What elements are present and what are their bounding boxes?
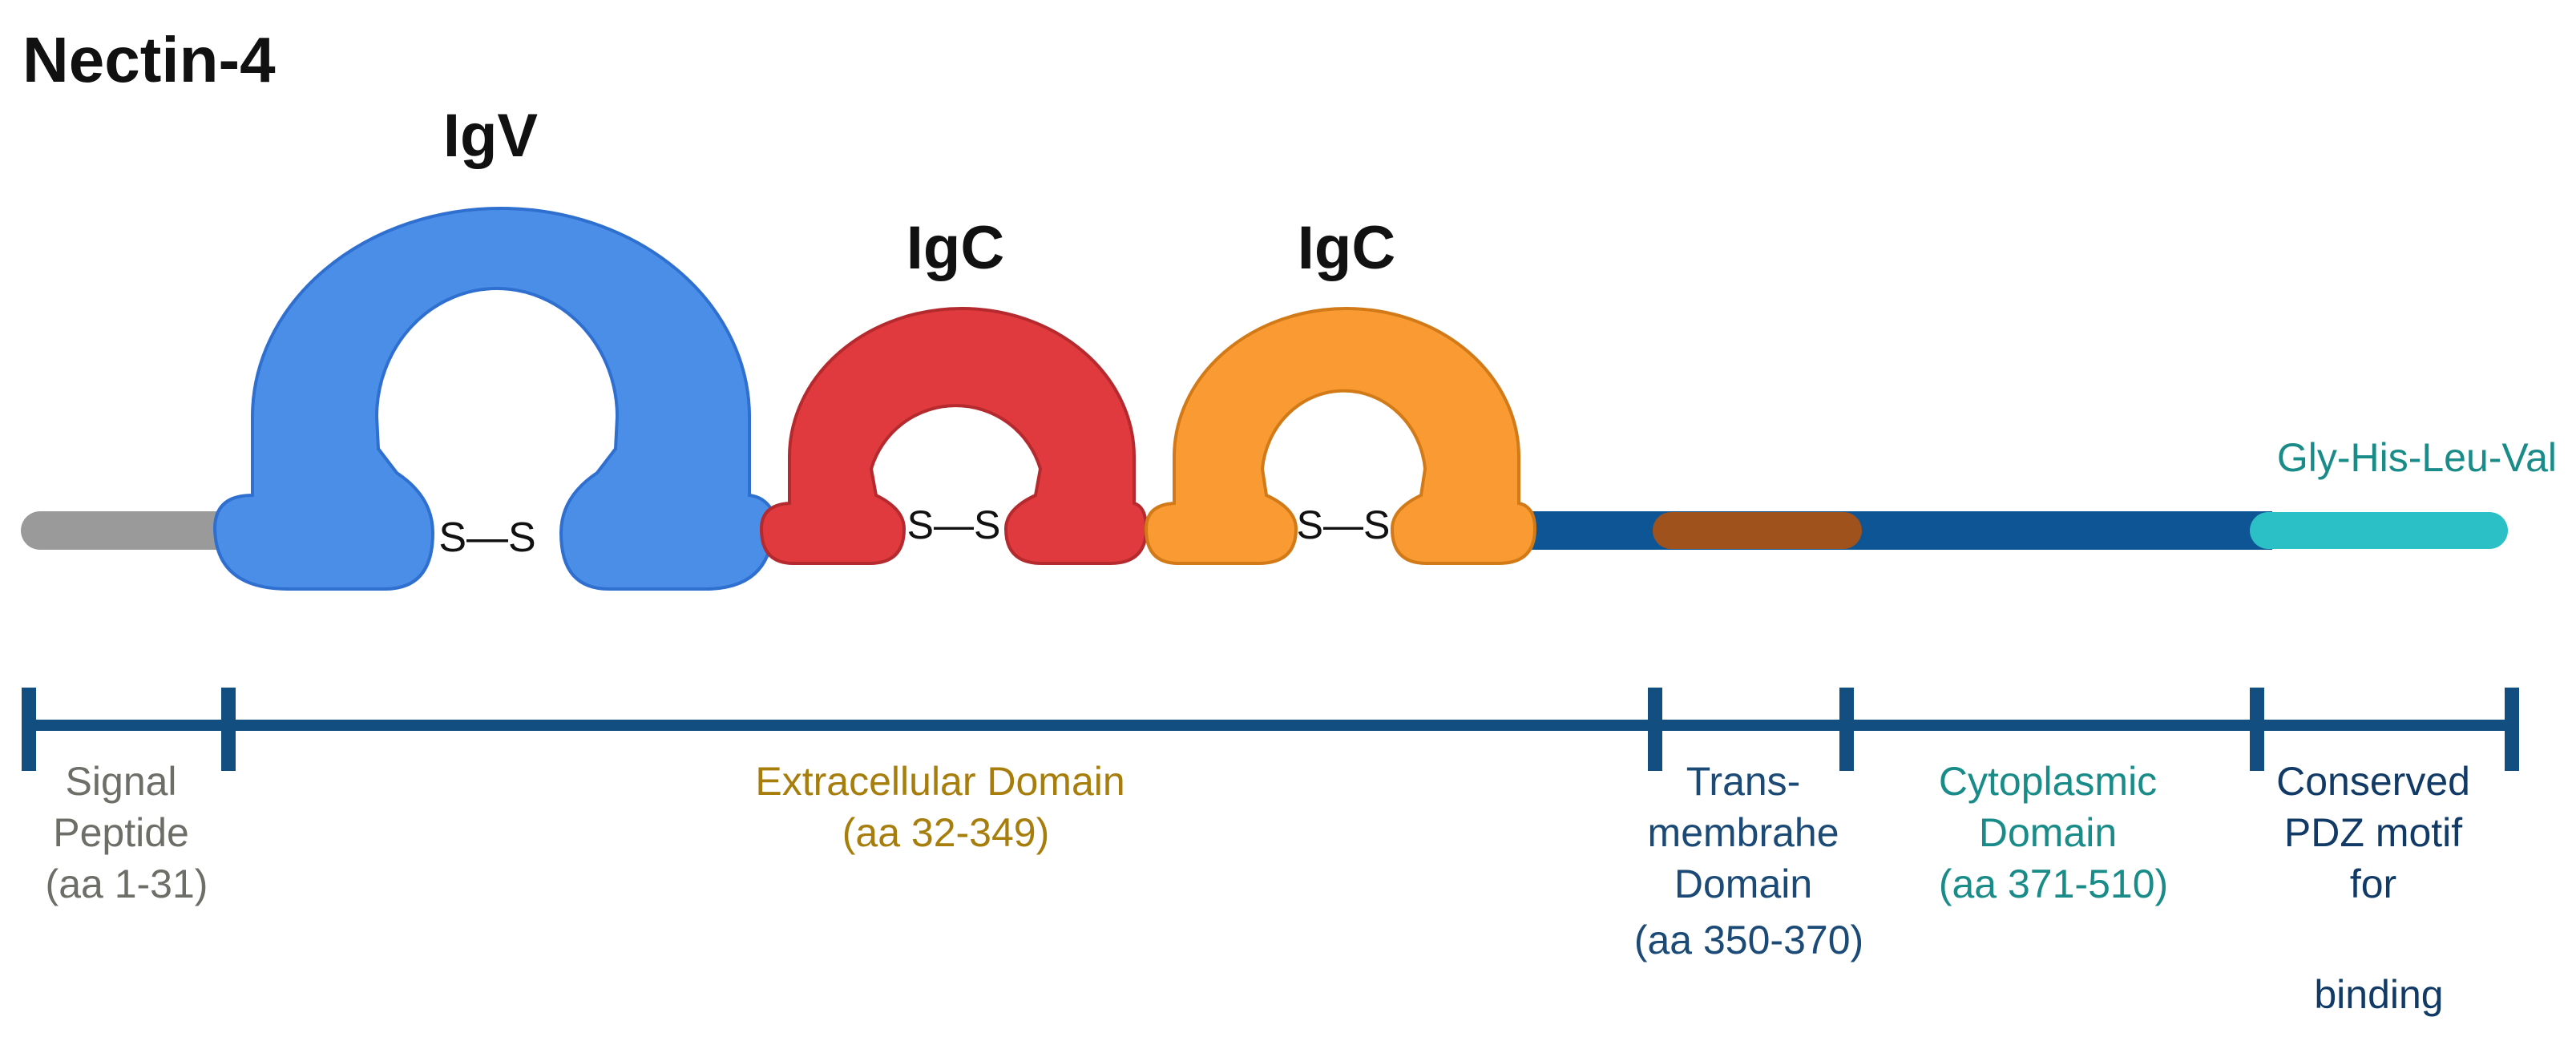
igv-domain: IgV S—S: [212, 102, 776, 591]
region-scale-bar: [22, 688, 2519, 771]
igc-domain-1-shape: [759, 307, 1149, 565]
signal-peptide-label: Signal Peptide (aa 1-31): [46, 759, 208, 906]
igc-2-label: IgC: [1298, 214, 1395, 282]
igv-label: IgV: [443, 102, 539, 170]
igc-domain-1: IgC S—S: [759, 214, 1149, 565]
igv-domain-shape: [212, 207, 776, 591]
igv-disulfide-bond: S—S: [438, 514, 535, 561]
extracellular-domain-label: Extracellular Domain (aa 32-349): [755, 759, 1136, 855]
igc-1-disulfide-bond: S—S: [907, 502, 1001, 547]
igc-2-disulfide-bond: S—S: [1297, 502, 1391, 547]
motif-sequence-label: Gly-His-Leu-Val: [2277, 435, 2557, 480]
igc-1-label: IgC: [906, 214, 1004, 282]
igc-domain-2-shape: [1144, 307, 1537, 565]
transmembrane-domain-label: Trans- membrahe Domain (aa 350-370): [1634, 759, 1863, 962]
pdz-motif-label: Conserved PDZ motif for binding: [2276, 759, 2481, 1017]
igc-domain-2: IgC S—S: [1144, 214, 1537, 565]
diagram-title: Nectin-4: [22, 24, 276, 95]
cytoplasmic-domain-label: Cytoplasmic Domain (aa 371-510): [1939, 759, 2168, 906]
